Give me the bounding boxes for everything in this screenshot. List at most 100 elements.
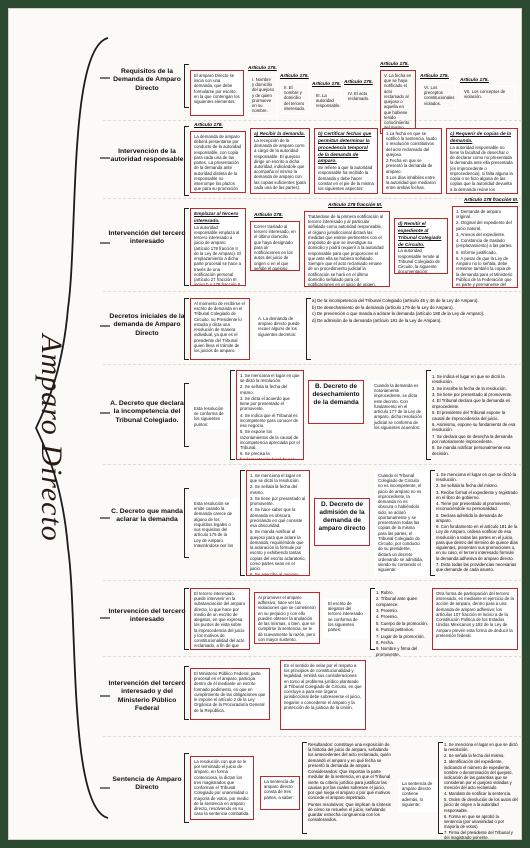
tercero-pre-c-text: Tratándose de la primera notificación al… [308, 214, 384, 287]
list-item: 3.Los días inhábiles entre la autoridad … [386, 174, 436, 191]
list-item: 4. Se hace saber que la demanda es obscu… [250, 507, 303, 529]
list-item: 3. Recibe formal el expediente y registr… [436, 489, 518, 500]
requisito-item: VI. Los preceptos constitucionales viola… [420, 82, 456, 109]
bracket [184, 126, 189, 196]
list-item: 1. Se menciona el lugar en que se dictó … [250, 473, 302, 484]
list-item: 5. El presidente del Tribunal expone la … [432, 410, 506, 421]
desechamiento-label-box: B. Decreto de desechamiento de la demand… [308, 380, 364, 424]
bracket [426, 370, 431, 460]
sentencia-b-text: La sentencia de amparo directo consta de… [264, 779, 295, 800]
section-label-incompetencia: A. Decreto que declara la incompetencia … [110, 400, 184, 424]
bracket [306, 298, 311, 360]
tercero-list: 1. Rubro.2. Tribunal ante quien comparec… [376, 590, 428, 658]
section-label-ministerio: Intervención del tercero interesado y de… [108, 680, 186, 713]
list-item: 7. Se declara que se desecha la demanda … [432, 433, 513, 444]
tercero-b-text: Al promover el amparo adhesivo, hace ver… [258, 595, 316, 642]
sentencia-parts-list: Resultandos: constituye una exposición d… [308, 742, 392, 824]
list-item: 3. Proemio. [376, 608, 398, 614]
tercero-pre-a-head: Emplazar al tercero interesado. [194, 212, 239, 224]
section-label-sentencia: Sentencia de Amparo Directo [112, 776, 182, 792]
list-item: 5. Cuerpo de la promoción. [376, 620, 428, 626]
list-item: 1. Rubro. [376, 590, 394, 595]
tercero-b-box: Al promover el amparo adhesivo, hace ver… [254, 592, 320, 644]
article-label: Artículo 175. [248, 66, 277, 71]
list-item: Resultandos: constituye una exposición d… [308, 742, 391, 768]
list-item: 6. Se precisa la fundamentación legal de… [240, 451, 295, 460]
list-item: 2. Se señala la fecha del mismo. [250, 484, 298, 495]
bracket [184, 64, 189, 108]
tercero-pre-b-text: Correr traslado al tercero interesado, e… [254, 224, 296, 271]
list-item: d) De admisión de la demanda (artículo 1… [312, 318, 442, 324]
ministerio-main-box: El Ministerio Público Federal, parte pro… [190, 668, 270, 720]
list-item: 2.Fecha en que se presentó la demanda de… [386, 158, 433, 174]
list-item: 1. Se menciona el lugar en que se dictó … [444, 742, 518, 753]
autoridad-c-text: La autoridad responsable no tiene la fac… [450, 144, 513, 193]
list-item: 3. Se dicta el acuerdo que tiene por pre… [240, 395, 290, 412]
tercero-pre-d-box: d) Remitir el expediente al Tribunal Col… [394, 218, 448, 274]
list-item: 2. Tribunal ante quien comparece. [376, 596, 418, 607]
article-label: Artículo 175. [420, 74, 449, 79]
desechamiento-main-text: Cuando la demanda es notoriamente improc… [374, 383, 423, 430]
list-item: 4. Constancia de traslado (emplazamiento… [456, 238, 513, 249]
branch-connectors [100, 77, 110, 789]
divider [103, 291, 522, 292]
ministerio-b-text: En el sentido de velar por el respeto a … [284, 663, 362, 710]
list-item: 6. A pesar de que la Ley de Amparo no lo… [456, 255, 513, 288]
list-item: 3. Se tiene por presentado al promovente… [250, 495, 306, 507]
bracket [184, 383, 189, 447]
tercero-pre-c-box: Tratándose de la primera notificación al… [304, 211, 390, 287]
requisito-item: I. Nombre y domicilio del quejoso y de q… [248, 74, 278, 117]
sentencia-b-box: La sentencia de amparo directo consta de… [260, 776, 300, 810]
section-label-aclarar: C. Decreto que manda aclarar la demanda [111, 508, 183, 524]
list-item: 5. Orden de devolución de los autos del … [444, 797, 518, 813]
article-label: Artículo 176. [194, 123, 223, 128]
list-item: 4. El Tribunal declara que la demanda es… [432, 398, 511, 409]
requisito-item: II. El nombre y domicilio del tercero in… [280, 82, 310, 115]
tercero-c-box: El escrito de alegatos del tercero inter… [324, 598, 368, 638]
list-item: 4. Tiene por presentado al promovente, r… [436, 501, 512, 512]
curly-brace-icon [35, 37, 109, 819]
autoridad-c-box: c) Requerir de copias de la demanda. La … [446, 128, 518, 194]
list-item: 5. Se expone los razonamientos de la cau… [240, 429, 300, 451]
bracket [184, 588, 189, 650]
tercero-pre-d-text: La autoridad responsable remite al Tribu… [398, 248, 440, 274]
list-item: Puntos resolutivos: Que implican la sínt… [308, 801, 391, 823]
ministerio-main-text: El Ministerio Público Federal, parte pro… [194, 671, 266, 713]
list-item: 2. Se señala la fecha del mismo. [444, 753, 505, 759]
sentencia-contents-list: 1. Se menciona el lugar en que se dictó … [444, 742, 518, 840]
sentencia-d-text: La sentencia de amparo directo contiene … [402, 781, 433, 807]
list-item: 1.La fecha en que se notificó la sentenc… [386, 131, 437, 157]
autoridad-a-head: a) Recibir la demanda. [254, 132, 305, 137]
incompetencia-main-box: Esta resolución se conforma de los sigui… [190, 403, 228, 429]
list-item: 2. Se señala la fecha del mismo. [240, 384, 288, 395]
tercero-pre-e-box: 1. Demanda de amparo original.2. Origina… [452, 206, 518, 288]
requisito-item: V. La fecha en que se haya notificado el… [380, 70, 416, 134]
tercero-pre-a-box: Emplazar al tercero interesado. La autor… [190, 208, 246, 286]
aclarar-main-box: Esta resolución se emite cuando la deman… [190, 498, 238, 548]
requisito-item: VII. Los conceptos de violación. [460, 86, 516, 103]
autoridad-main-box: La demanda de amparo deberá presentarse … [190, 131, 246, 193]
autoridad-a-box: a) Recibir la demanda. La recepción de l… [250, 128, 310, 194]
list-item: 7. Dicta todas las providencias necesari… [436, 561, 517, 572]
list-item: 6. Con fundamento en el artículo 181 de … [436, 524, 518, 561]
admision-label: D. Decreto de admisión de la demanda de … [318, 501, 366, 533]
aclarar-list: 1. Se menciona el lugar en que se dictó … [250, 473, 306, 575]
autoridad-main-text: La demanda de amparo deberá presentarse … [194, 134, 242, 192]
list-item: 8. Fecha. [376, 639, 394, 645]
list-item: 5. Declara admitida la demanda de amparo… [436, 512, 503, 523]
list-item: 1. Se menciona el lugar en que se dictó … [436, 472, 517, 483]
spine: Amparo Directo [8, 8, 109, 840]
article-label: Artículo 175. [460, 78, 489, 83]
list-item: Considerandos: Que importan la parte med… [308, 769, 391, 801]
bracket [240, 470, 245, 576]
sentencia-main-box: La resolución con que se le por terminad… [190, 756, 254, 820]
decretos-main-box: Al momento de recibirse el escrito de de… [190, 298, 250, 360]
admision-list: 1. Se menciona el lugar en que se dictó … [436, 472, 518, 573]
article-label: Artículo 178 fracción III. [328, 203, 383, 208]
sentencia-main-text: La resolución con que se le por terminad… [194, 759, 250, 817]
tercero-main-text: El tercero interesado puede intervenir e… [194, 591, 246, 649]
autoridad-b-box: b) Certificar fechas que permitan determ… [314, 128, 378, 194]
bracket [438, 742, 443, 834]
list-item: 4. Se indica que el Tribunal es incompet… [240, 412, 299, 429]
article-label: Artículo 175. [344, 80, 373, 85]
